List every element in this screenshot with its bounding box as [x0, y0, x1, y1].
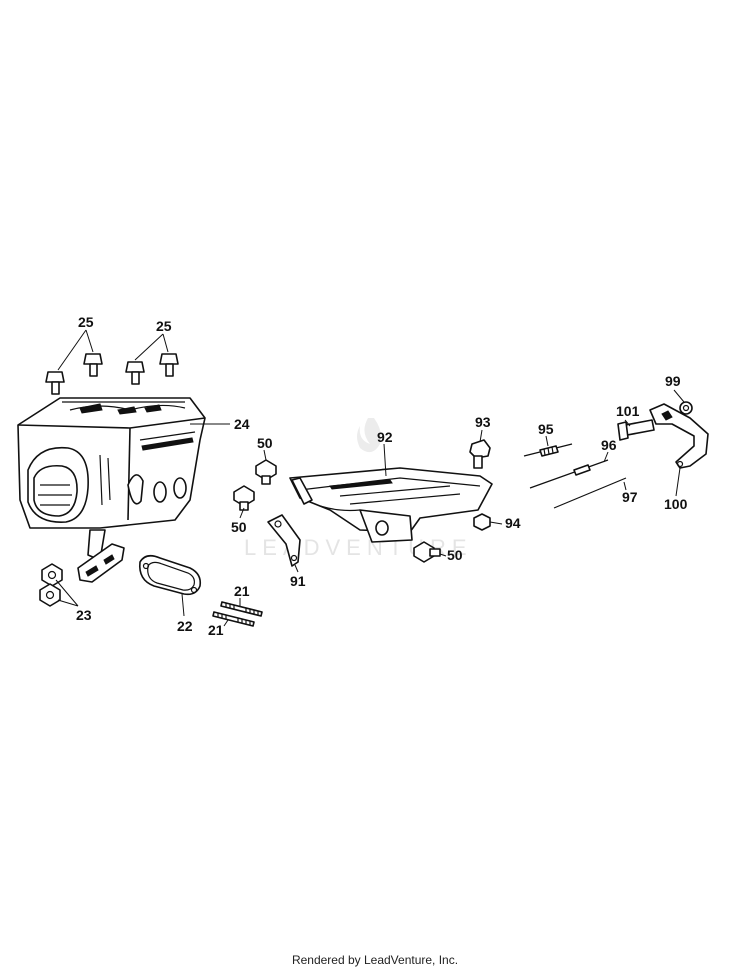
- bracket-100[interactable]: [649, 403, 709, 469]
- callout-50-mid: 50: [231, 519, 247, 535]
- callout-24: 24: [234, 416, 250, 432]
- nut-94[interactable]: [473, 513, 491, 531]
- callout-97: 97: [622, 489, 638, 505]
- screw-50-b[interactable]: [233, 485, 255, 511]
- bolt-25-a[interactable]: [45, 371, 65, 395]
- callout-91: 91: [290, 573, 306, 589]
- bolt-25-b[interactable]: [83, 353, 103, 377]
- spring-95[interactable]: [523, 443, 573, 457]
- callout-95: 95: [538, 421, 554, 437]
- nut-23-a[interactable]: [41, 563, 63, 587]
- callout-94: 94: [505, 515, 521, 531]
- callout-21-bottom: 21: [208, 622, 224, 638]
- callout-labels: 25 25 24 50 50 91 92 93 94 50 95 96 97 1…: [76, 314, 688, 638]
- spacer-99[interactable]: [679, 401, 693, 415]
- leader-lines: [55, 329, 685, 627]
- callout-25-left: 25: [78, 314, 94, 330]
- callout-22: 22: [177, 618, 193, 634]
- nut-23-b[interactable]: [39, 583, 61, 607]
- callout-96: 96: [601, 437, 617, 453]
- muffler-shield-24[interactable]: [17, 397, 206, 561]
- callout-99: 99: [665, 373, 681, 389]
- rod-97[interactable]: [553, 477, 627, 509]
- screw-50-a[interactable]: [255, 459, 277, 485]
- mounting-bracket[interactable]: [77, 543, 125, 583]
- callout-93: 93: [475, 414, 491, 430]
- bolt-25-d[interactable]: [159, 353, 179, 377]
- callout-101: 101: [616, 403, 640, 419]
- heat-shield-92[interactable]: [289, 467, 493, 543]
- callout-21-top: 21: [234, 583, 250, 599]
- callout-92: 92: [377, 429, 393, 445]
- bolt-101[interactable]: [617, 419, 655, 441]
- screw-50-c[interactable]: [413, 541, 441, 563]
- stud-21-a[interactable]: [220, 601, 263, 617]
- callout-50-top: 50: [257, 435, 273, 451]
- footer-credit: Rendered by LeadVenture, Inc.: [291, 953, 459, 967]
- callout-23: 23: [76, 607, 92, 623]
- stud-21-b[interactable]: [212, 611, 255, 627]
- bolt-25-c[interactable]: [125, 361, 145, 385]
- callout-25-right: 25: [156, 318, 172, 334]
- gasket-22[interactable]: [138, 554, 202, 596]
- callout-50-right: 50: [447, 547, 463, 563]
- bracket-91[interactable]: [267, 514, 301, 567]
- callout-100: 100: [664, 496, 688, 512]
- bolt-93[interactable]: [469, 439, 491, 469]
- cable-96[interactable]: [529, 459, 609, 489]
